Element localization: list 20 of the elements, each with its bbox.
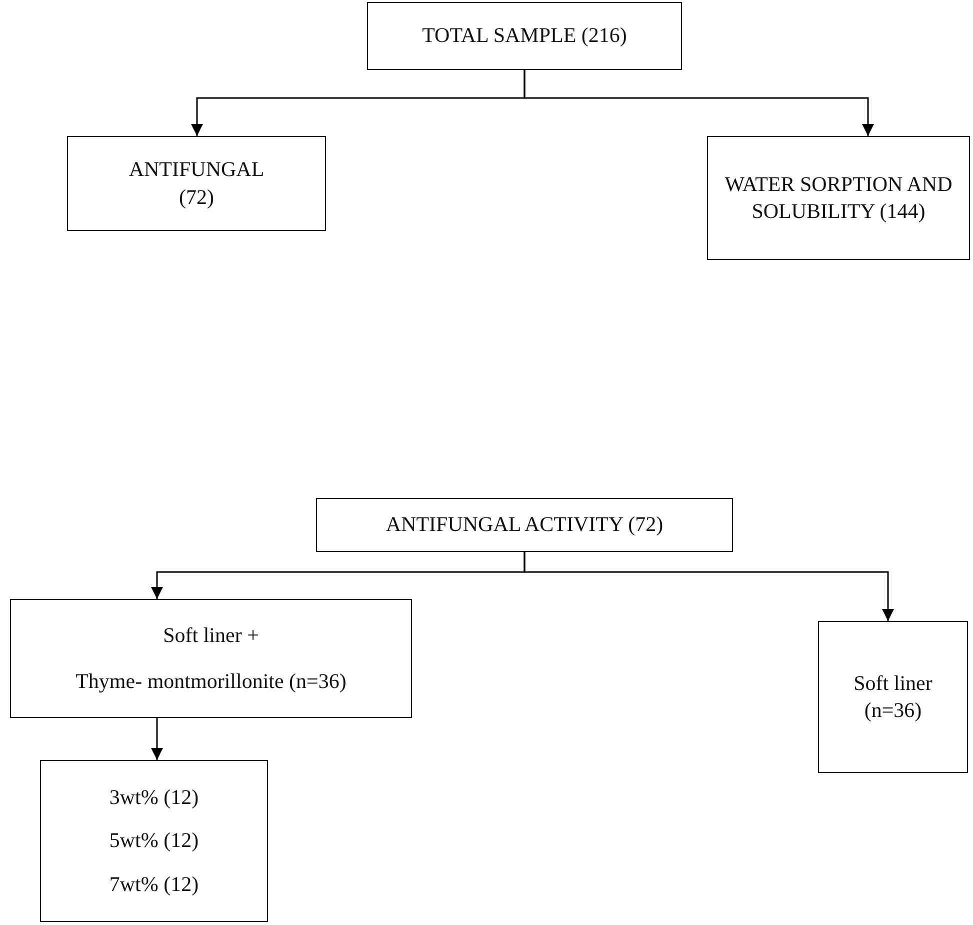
box-label: Soft liner + bbox=[163, 622, 259, 650]
box-label: TOTAL SAMPLE (216) bbox=[422, 22, 627, 50]
arrow bbox=[151, 718, 163, 760]
arrow bbox=[524, 552, 894, 621]
process-box bbox=[316, 498, 733, 552]
box-label: ANTIFUNGAL (72) bbox=[128, 156, 266, 210]
box-label: Soft liner (n=36) bbox=[852, 670, 934, 724]
arrow bbox=[524, 70, 874, 136]
box-label: 3wt% (12) bbox=[109, 784, 199, 812]
box-label: 7wt% (12) bbox=[109, 870, 199, 898]
process-box bbox=[367, 2, 682, 70]
box-label: 5wt% (12) bbox=[109, 827, 199, 854]
process-box bbox=[67, 136, 326, 231]
box-label: Thyme- montmorillonite (n=36) bbox=[76, 668, 346, 694]
process-box bbox=[818, 621, 968, 773]
process-box bbox=[707, 136, 970, 260]
box-label: WATER SORPTION AND SOLUBILITY (144) bbox=[724, 170, 954, 225]
box-label: ANTIFUNGAL ACTIVITY (72) bbox=[386, 511, 664, 538]
process-box bbox=[40, 760, 268, 922]
process-box bbox=[10, 599, 412, 718]
